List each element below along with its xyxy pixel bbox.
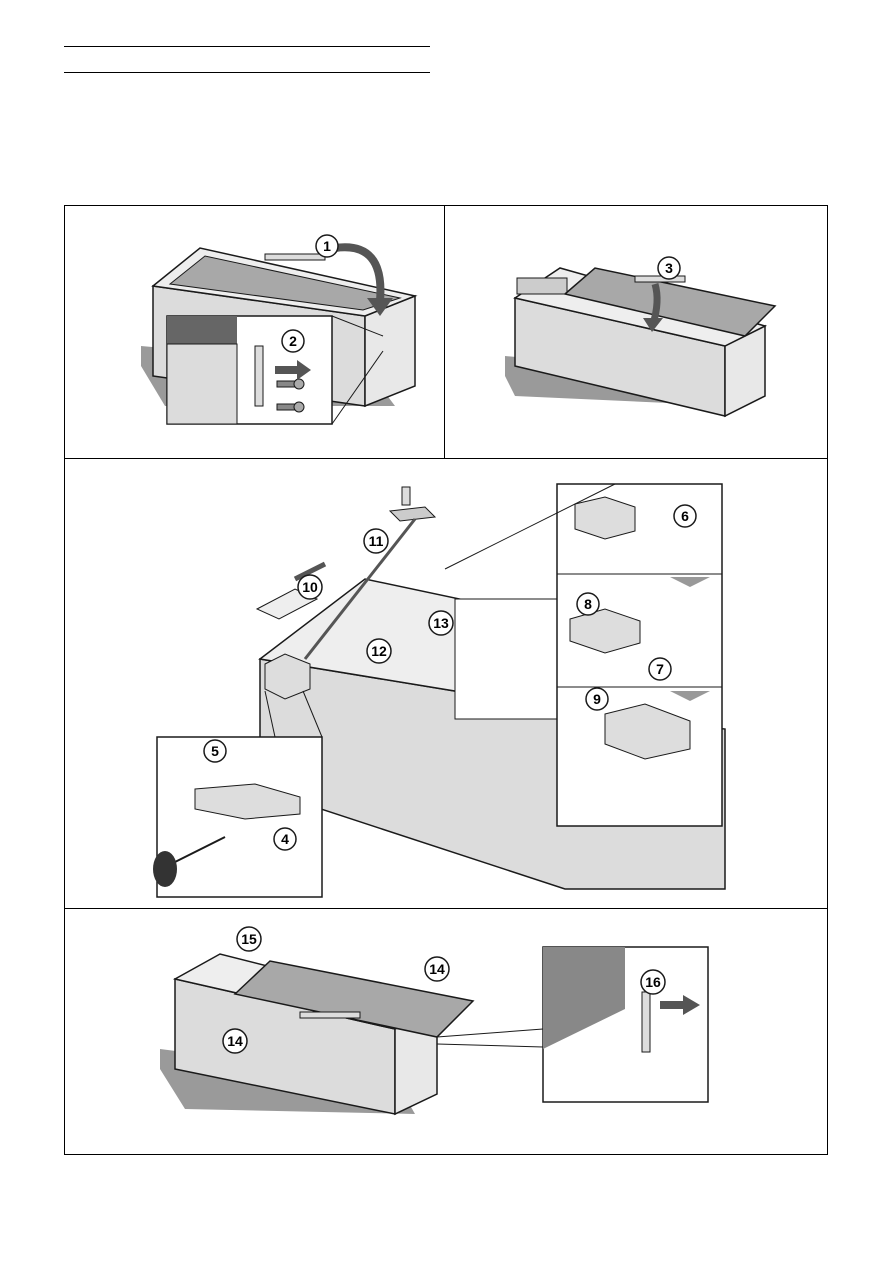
panel-swap-hinges: 4 5 6 7 8 9 10 11 12 13 <box>65 459 827 908</box>
header-rule-bottom <box>64 72 430 73</box>
panel-remove-cover-b: 3 <box>445 206 827 458</box>
instruction-figure: 1 2 3 <box>64 205 828 1155</box>
header-rule-top <box>64 46 430 47</box>
panel-refit-cover: 14 14 15 16 <box>65 909 827 1154</box>
panel-remove-cover-a: 1 2 <box>65 206 444 458</box>
